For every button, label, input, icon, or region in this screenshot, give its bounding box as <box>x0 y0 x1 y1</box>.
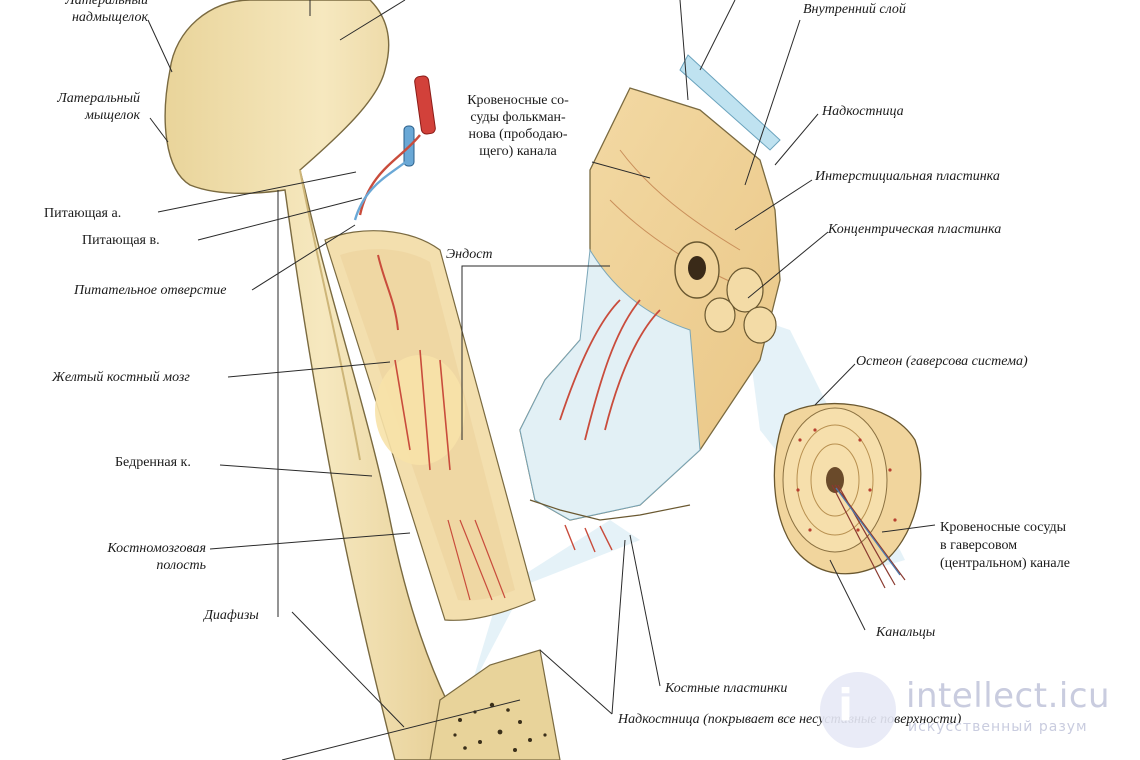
label-lateral-epicondyle: Латеральный надмыщелок <box>65 0 148 25</box>
label-inner-layer: Внутренний слой <box>803 2 906 17</box>
label-periosteum: Надкостница <box>822 104 904 119</box>
label-femur: Бедренная к. <box>115 455 191 470</box>
label-lateral-condyle: Латеральный мыщелок <box>57 91 140 123</box>
label-volkmann-vessels: Кровеносные со- суды фолькман- нова (про… <box>467 93 569 159</box>
label-interstitial-lamella: Интерстициальная пластинка <box>815 169 1000 184</box>
compact-bone-block <box>519 54 781 553</box>
label-endosteum: Эндост <box>446 247 493 262</box>
label-nutrient-foramen: Питательное отверстие <box>74 283 227 298</box>
label-canaliculi: Канальцы <box>876 625 936 640</box>
label-bone-lamellae: Костные пластинки <box>665 681 788 696</box>
watermark-logo-letter: i <box>838 680 854 731</box>
label-diaphysis: Диафизы <box>204 608 259 623</box>
label-yellow-marrow: Желтый костный мозг <box>52 370 190 385</box>
label-nutrient-vein: Питающая в. <box>82 233 160 248</box>
watermark-tagline: искусственный разум <box>908 719 1088 735</box>
leader-lines <box>147 0 936 760</box>
label-medullary-cavity: Костномозговая полость <box>107 541 206 573</box>
label-haversian-vessels: Кровеносные сосуды в гаверсовом (централ… <box>940 520 1070 571</box>
label-concentric-lamella: Концентрическая пластинка <box>828 222 1002 237</box>
femur-bone <box>164 0 561 760</box>
watermark-site: intellect.icu <box>906 676 1111 716</box>
label-nutrient-artery: Питающая а. <box>44 206 122 221</box>
watermark-logo <box>820 672 896 748</box>
label-osteon: Остеон (гаверсова система) <box>856 354 1028 369</box>
osteon-cylinder <box>773 402 922 589</box>
